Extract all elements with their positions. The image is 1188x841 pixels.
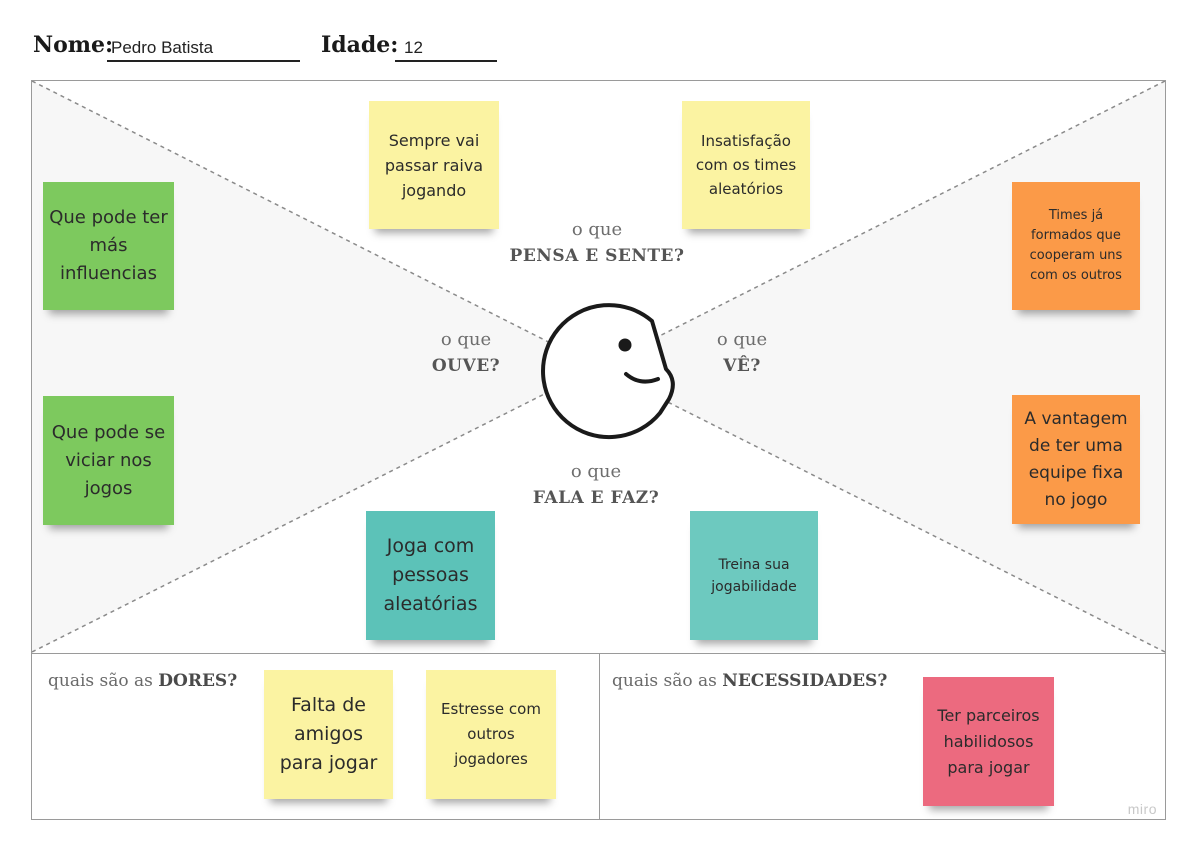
sticky-note-text: Joga com pessoas aleatórias <box>383 535 478 615</box>
label-thinks-feels: o que PENSA E SENTE? <box>497 217 697 269</box>
sticky-note-sees-2[interactable]: A vantagem de ter uma equipe fixa no jog… <box>1012 395 1140 524</box>
sticky-note-text: Sempre vai passar raiva jogando <box>384 130 484 200</box>
label-hears-bold: OUVE? <box>431 356 501 376</box>
diagonal-top-right <box>597 81 1165 368</box>
sticky-note-needs-1[interactable]: Ter parceiros habilidosos para jogar <box>923 677 1054 806</box>
sticky-note-text: Que pode se viciar nos jogos <box>51 421 166 499</box>
diagonal-top-left <box>32 81 599 368</box>
name-field[interactable]: Pedro Batista <box>107 38 300 62</box>
face-smile <box>624 372 660 384</box>
sticky-note-text: Falta de amigos para jogar <box>279 694 378 774</box>
label-needs-bold: NECESSIDADES? <box>722 671 888 691</box>
face-icon <box>541 303 675 440</box>
label-says-bold: FALA E FAZ? <box>532 488 660 508</box>
label-sees: o que VÊ? <box>692 327 792 379</box>
label-sees-light: o que <box>716 329 768 350</box>
miro-logo: miro <box>1127 801 1157 817</box>
diagonal-bottom-right <box>597 366 1165 653</box>
empathy-map-board: o que PENSA E SENTE? o que OUVE? o que V… <box>31 80 1166 820</box>
sticky-note-says-2[interactable]: Treina sua jogabilidade <box>690 511 818 640</box>
sticky-note-says-1[interactable]: Joga com pessoas aleatórias <box>366 511 495 640</box>
sticky-note-text: Times já formados que cooperam uns com o… <box>1029 208 1123 283</box>
label-hears-light: o que <box>440 329 492 350</box>
sticky-note-thinks-1[interactable]: Sempre vai passar raiva jogando <box>369 101 499 229</box>
sticky-note-hears-2[interactable]: Que pode se viciar nos jogos <box>43 396 174 525</box>
label-hears: o que OUVE? <box>416 327 516 379</box>
label-says-does: o que FALA E FAZ? <box>496 459 696 511</box>
label-thinks-bold: PENSA E SENTE? <box>509 246 685 266</box>
sticky-note-text: A vantagem de ter uma equipe fixa no jog… <box>1024 408 1128 510</box>
sticky-note-text: Ter parceiros habilidosos para jogar <box>937 705 1040 777</box>
label-needs-light: quais são as <box>612 671 717 691</box>
divider-horizontal <box>32 653 1165 654</box>
face-eye <box>618 338 632 352</box>
label-pains-light: quais são as <box>48 671 153 691</box>
label-pains: quais são as DORES? <box>48 671 237 691</box>
label-sees-bold: VÊ? <box>723 356 761 376</box>
sticky-note-text: Estresse com outros jogadores <box>441 700 541 768</box>
label-says-light: o que <box>570 461 622 482</box>
sticky-note-pains-2[interactable]: Estresse com outros jogadores <box>426 670 556 799</box>
name-label: Nome: <box>33 32 114 58</box>
sticky-note-hears-1[interactable]: Que pode ter más influencias <box>43 182 174 310</box>
divider-vertical <box>599 653 600 819</box>
sticky-note-text: Insatisfação com os times aleatórios <box>695 132 797 198</box>
face-outline <box>541 303 675 440</box>
label-needs: quais são as NECESSIDADES? <box>612 671 887 691</box>
sticky-note-text: Que pode ter más influencias <box>49 207 168 284</box>
sticky-note-sees-1[interactable]: Times já formados que cooperam uns com o… <box>1012 182 1140 310</box>
age-label: Idade: <box>321 32 399 58</box>
label-pains-bold: DORES? <box>158 671 238 691</box>
age-field[interactable]: 12 <box>395 38 497 62</box>
sticky-note-pains-1[interactable]: Falta de amigos para jogar <box>264 670 393 799</box>
sticky-note-thinks-2[interactable]: Insatisfação com os times aleatórios <box>682 101 810 229</box>
label-thinks-light: o que <box>571 219 623 240</box>
sticky-note-text: Treina sua jogabilidade <box>711 556 797 595</box>
diagonal-bottom-left <box>32 366 599 653</box>
